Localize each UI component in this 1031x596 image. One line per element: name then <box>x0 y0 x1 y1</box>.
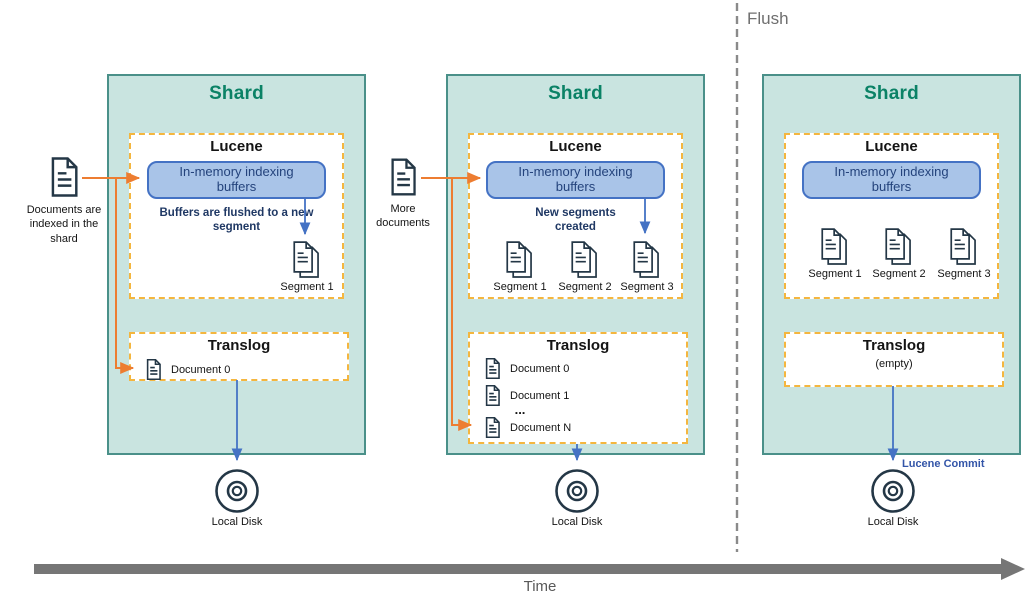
in-memory-buffers-label: In-memory indexing buffers <box>518 164 633 194</box>
translog-box: Translog Document 0 Document 1 ... <box>468 332 688 444</box>
buffers-flushed-caption: Buffers are flushed to a new segment <box>159 207 314 234</box>
segment-stack-icon <box>633 241 659 278</box>
time-axis-label: Time <box>523 578 557 595</box>
local-disk-unit: Local Disk <box>189 467 285 528</box>
in-memory-buffers-label: In-memory indexing buffers <box>179 164 294 194</box>
segment-1-unit: Segment 1 <box>492 240 548 293</box>
local-disk-unit: Local Disk <box>845 467 941 528</box>
local-disk-label: Local Disk <box>211 516 263 528</box>
translog-box: Translog (empty) <box>784 332 1004 387</box>
document-icon <box>391 158 416 196</box>
segment-label: Segment 2 <box>558 281 612 293</box>
disk-icon <box>871 469 915 513</box>
shard-title: Shard <box>864 83 919 104</box>
more-documents-unit: More documents <box>365 158 441 231</box>
translog-title: Translog <box>862 337 926 354</box>
document-icon <box>485 385 500 406</box>
segment-stack-icon <box>821 228 847 265</box>
segment-2-unit: Segment 2 <box>871 227 927 280</box>
segment-2-unit: Segment 2 <box>557 240 613 293</box>
in-memory-buffers-box: In-memory indexing buffers <box>802 161 981 199</box>
translog-row-label: Document 0 <box>171 363 231 376</box>
translog-title: Translog <box>546 337 610 354</box>
shard-title: Shard <box>209 83 264 104</box>
segment-1-unit: Segment 1 <box>807 227 863 280</box>
segment-3-unit: Segment 3 <box>619 240 675 293</box>
translog-empty-note: (empty) <box>875 358 913 370</box>
in-memory-buffers-box: In-memory indexing buffers <box>147 161 326 199</box>
translog-row: Document 0 <box>484 358 569 379</box>
translog-row: Document 1 <box>484 385 569 406</box>
translog-row-label: Document N <box>510 421 572 434</box>
time-axis-arrowhead <box>1001 558 1025 580</box>
translog-title: Translog <box>207 337 271 354</box>
segment-stack-icon <box>293 241 319 278</box>
segment-3-unit: Segment 3 <box>936 227 992 280</box>
segment-label: Segment 3 <box>620 281 674 293</box>
lucene-box: Lucene In-memory indexing buffers Segmen… <box>784 133 999 299</box>
in-memory-buffers-label: In-memory indexing buffers <box>834 164 949 194</box>
local-disk-label: Local Disk <box>867 516 919 528</box>
incoming-documents-label: Documents are indexed in the shard <box>26 204 102 245</box>
disk-icon <box>555 469 599 513</box>
translog-box: Translog Document 0 <box>129 332 349 381</box>
document-icon <box>485 358 500 379</box>
document-icon <box>51 157 78 197</box>
segment-label: Segment 1 <box>493 281 547 293</box>
more-documents-label: More documents <box>376 203 430 230</box>
shard-panel-2: Shard Lucene In-memory indexing buffers … <box>446 74 705 455</box>
disk-icon <box>215 469 259 513</box>
incoming-documents-unit: Documents are indexed in the shard <box>20 157 108 246</box>
local-disk-label: Local Disk <box>551 516 603 528</box>
shard-panel-1: Shard Lucene In-memory indexing buffers … <box>107 74 366 455</box>
translog-row-label: Document 0 <box>510 362 570 375</box>
local-disk-unit: Local Disk <box>529 467 625 528</box>
lucene-title: Lucene <box>865 138 918 155</box>
shard-title: Shard <box>548 83 603 104</box>
segment-label: Segment 1 <box>808 268 862 280</box>
shard-panel-3: Shard Lucene In-memory indexing buffers … <box>762 74 1021 455</box>
document-icon <box>146 359 161 380</box>
lucene-commit-label: Lucene Commit <box>902 458 985 470</box>
lucene-title: Lucene <box>210 138 263 155</box>
segment-stack-icon <box>950 228 976 265</box>
lucene-title: Lucene <box>549 138 602 155</box>
segment-stack-icon <box>506 241 532 278</box>
new-segments-caption: New segments created <box>535 207 616 234</box>
lucene-box: Lucene In-memory indexing buffers New se… <box>468 133 683 299</box>
segment-label: Segment 3 <box>937 268 991 280</box>
translog-row-label: Document 1 <box>510 389 570 402</box>
document-icon <box>485 417 500 438</box>
translog-row: Document 0 <box>145 359 230 380</box>
lucene-box: Lucene In-memory indexing buffers Buffer… <box>129 133 344 299</box>
segment-label: Segment 2 <box>872 268 926 280</box>
segment-label: Segment 1 <box>280 281 334 293</box>
flush-label: Flush <box>747 9 789 28</box>
in-memory-buffers-box: In-memory indexing buffers <box>486 161 665 199</box>
translog-ellipsis: ... <box>514 402 526 417</box>
segment-stack-icon <box>885 228 911 265</box>
translog-row: Document N <box>484 417 571 438</box>
segment-stack-icon <box>571 241 597 278</box>
segment-1-unit: Segment 1 <box>279 240 335 293</box>
